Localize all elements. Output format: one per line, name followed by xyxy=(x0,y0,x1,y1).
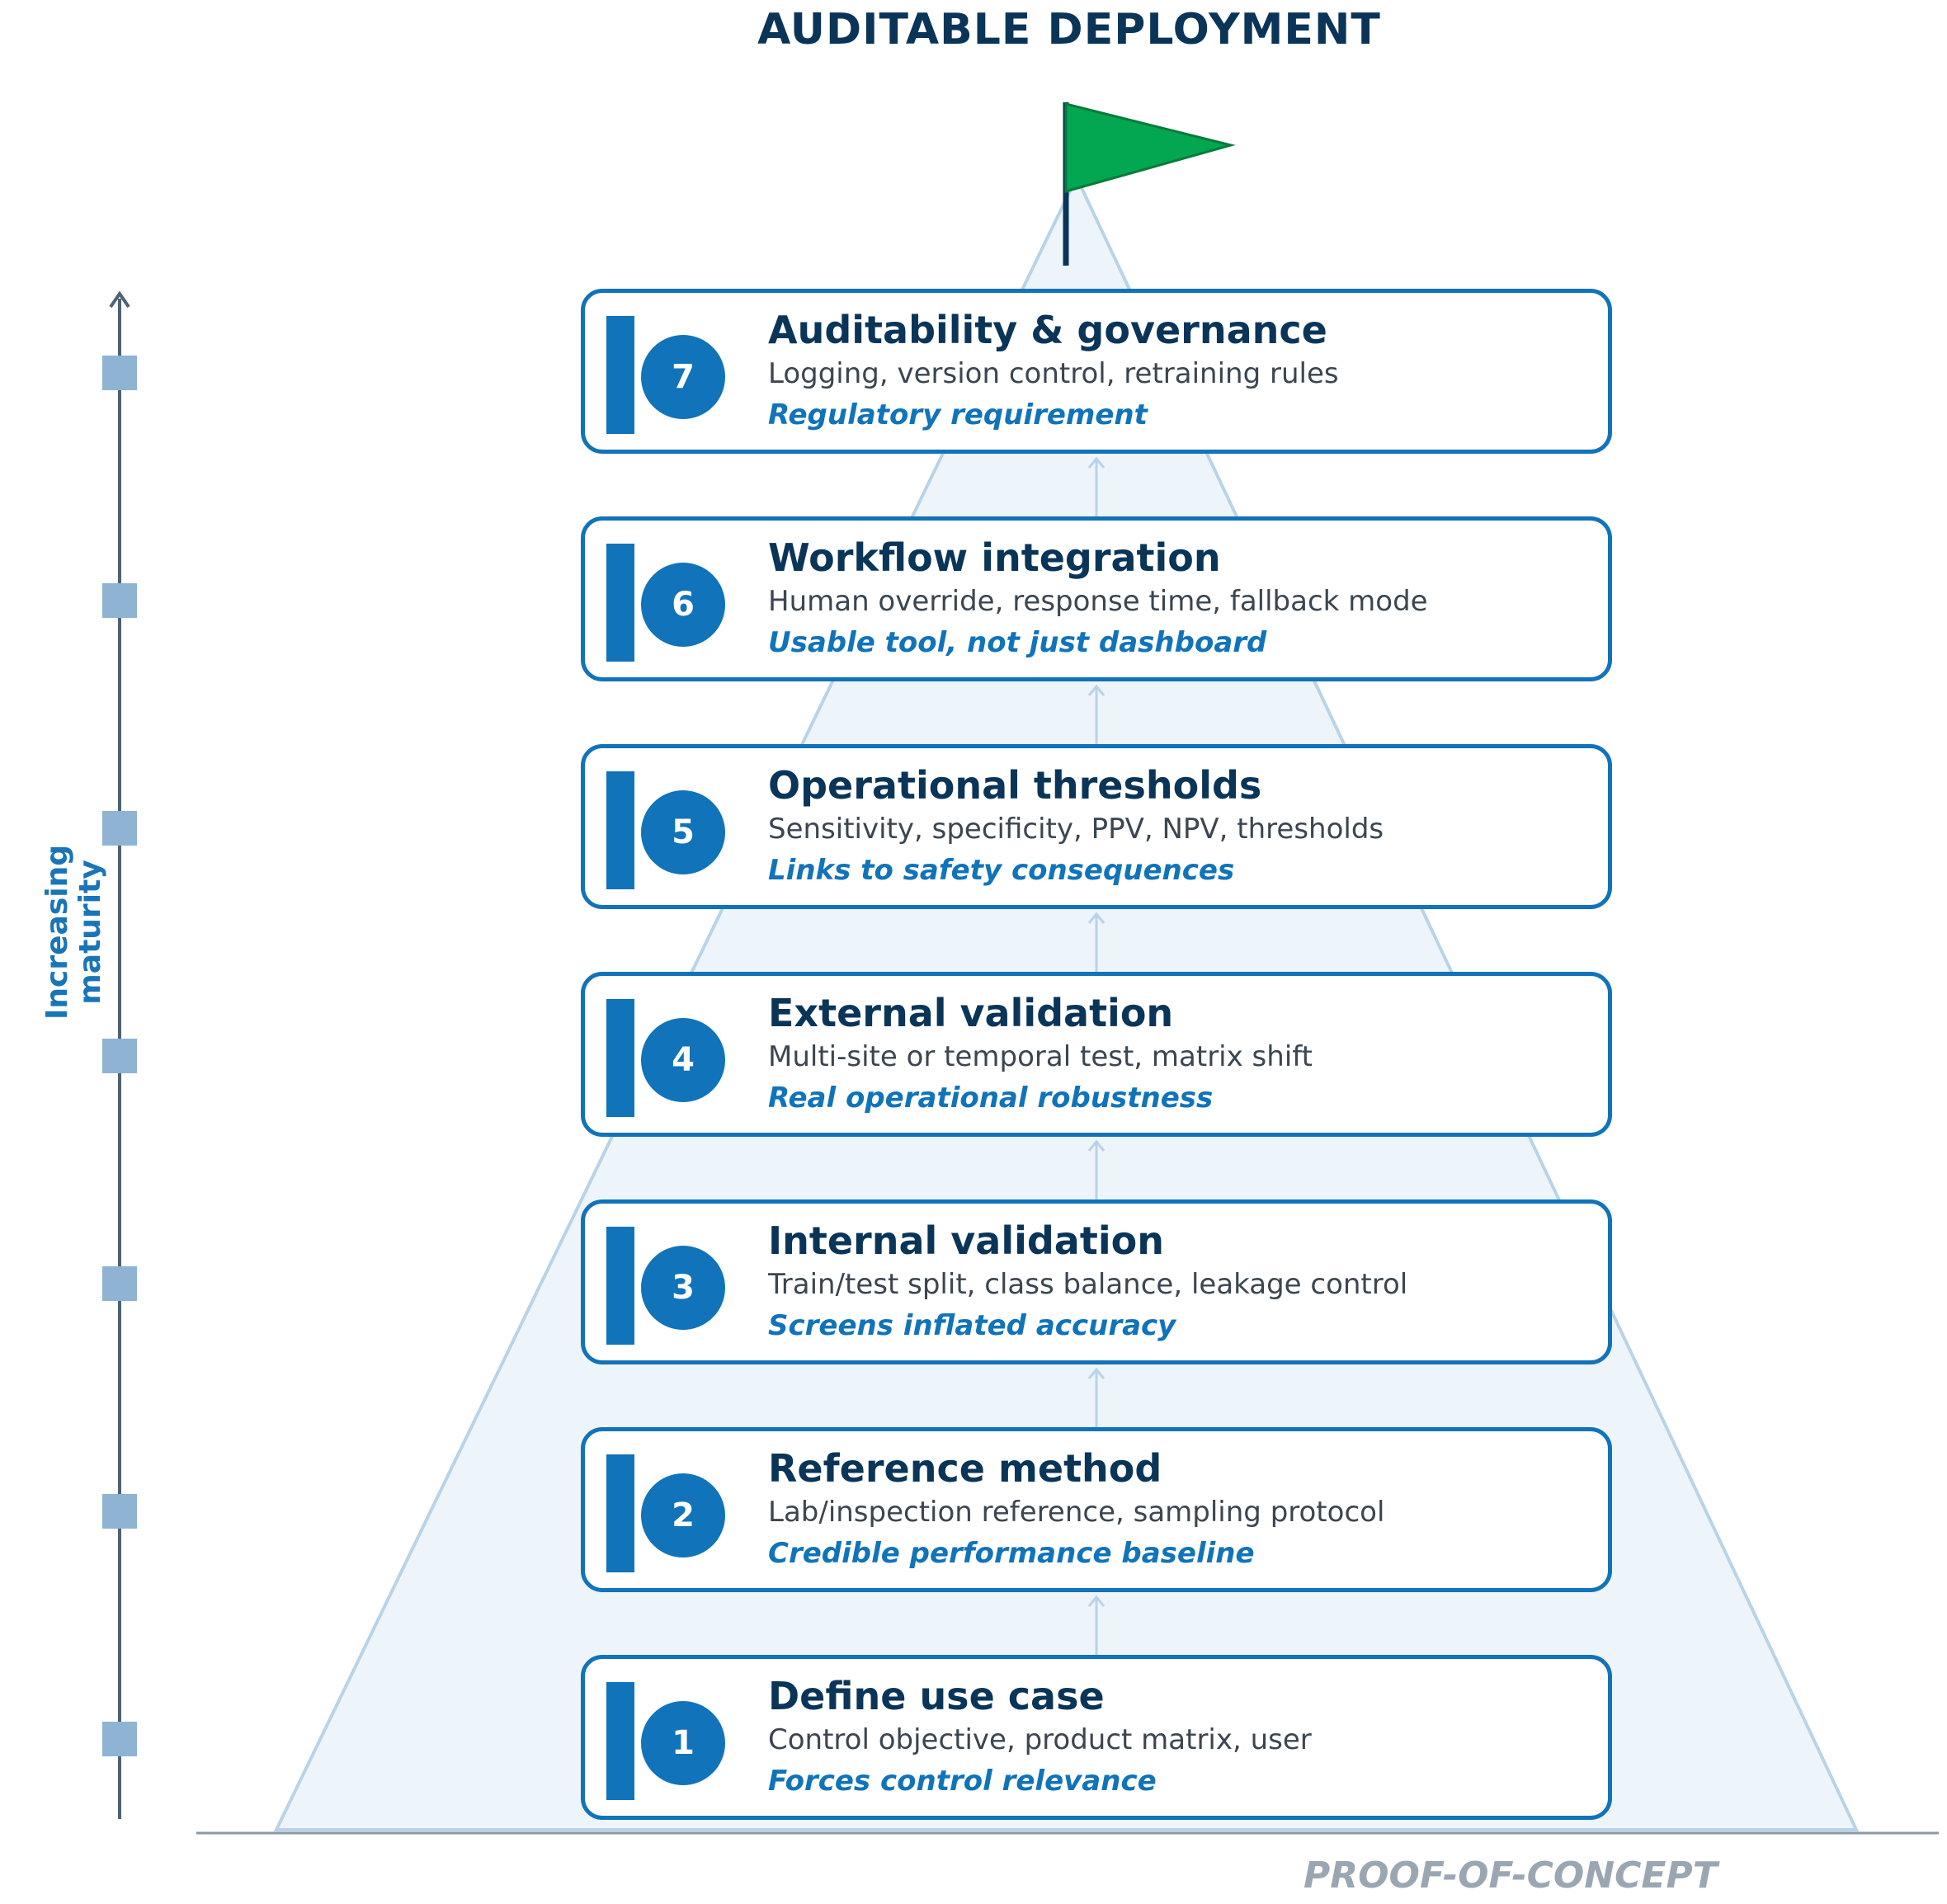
stage-title: Auditability & governance xyxy=(768,308,1327,352)
base-label: PROOF-OF-CONCEPT xyxy=(1304,1855,1718,1897)
stage-title: Operational thresholds xyxy=(768,763,1262,808)
stage-title: Define use case xyxy=(768,1674,1105,1718)
stage-number-badge: 2 xyxy=(641,1473,725,1558)
stage-title: Internal validation xyxy=(768,1218,1164,1263)
stage-note: Links to safety consequences xyxy=(768,854,1235,887)
stage-card-5: 5 Operational thresholds Sensitivity, sp… xyxy=(581,744,1612,909)
stage-title: External validation xyxy=(768,991,1174,1035)
stage-description: Multi-site or temporal test, matrix shif… xyxy=(768,1040,1313,1073)
stage-note: Screens inflated accuracy xyxy=(768,1309,1176,1342)
maturity-marker xyxy=(102,1722,137,1756)
stage-card-7: 7 Auditability & governance Logging, ver… xyxy=(581,289,1612,454)
stage-card-2: 2 Reference method Lab/inspection refere… xyxy=(581,1427,1612,1592)
maturity-marker xyxy=(102,356,137,390)
stage-number-badge: 3 xyxy=(641,1246,725,1330)
stage-number-badge: 6 xyxy=(641,563,725,647)
stage-description: Logging, version control, retraining rul… xyxy=(768,357,1339,390)
stage-card-3: 3 Internal validation Train/test split, … xyxy=(581,1199,1612,1364)
stage-note: Real operational robustness xyxy=(768,1082,1214,1115)
maturity-marker xyxy=(102,1039,137,1073)
stage-description: Control objective, product matrix, user xyxy=(768,1723,1312,1756)
stage-accent-bar xyxy=(606,999,634,1117)
stage-connectors xyxy=(1087,456,1106,1655)
stage-description: Sensitivity, specificity, PPV, NPV, thre… xyxy=(768,813,1384,846)
maturity-marker xyxy=(102,1266,137,1301)
maturity-marker xyxy=(102,583,137,618)
stage-accent-bar xyxy=(606,1454,634,1572)
stage-card-1: 1 Define use case Control objective, pro… xyxy=(581,1655,1612,1820)
stage-number-badge: 4 xyxy=(641,1018,725,1102)
stage-card-4: 4 External validation Multi-site or temp… xyxy=(581,972,1612,1137)
maturity-axis-arrowhead xyxy=(109,290,130,309)
stage-number-badge: 5 xyxy=(641,790,725,874)
stage-note: Forces control relevance xyxy=(768,1765,1157,1798)
stage-title: Workflow integration xyxy=(768,535,1221,580)
stage-description: Train/test split, class balance, leakage… xyxy=(768,1268,1408,1301)
stage-accent-bar xyxy=(606,544,634,662)
stage-note: Regulatory requirement xyxy=(768,398,1148,431)
page-title: AUDITABLE DEPLOYMENT xyxy=(757,5,1381,54)
maturity-marker xyxy=(102,811,137,846)
stage-accent-bar xyxy=(606,1682,634,1800)
stage-description: Human override, response time, fallback … xyxy=(768,585,1428,618)
stage-accent-bar xyxy=(606,316,634,434)
stage-note: Usable tool, not just dashboard xyxy=(768,626,1267,659)
axis-label: Increasing maturity xyxy=(40,845,107,1020)
flag-icon xyxy=(1064,102,1236,193)
stage-number-badge: 7 xyxy=(641,335,725,419)
stage-accent-bar xyxy=(606,771,634,889)
stage-card-6: 6 Workflow integration Human override, r… xyxy=(581,516,1612,681)
maturity-marker xyxy=(102,1494,137,1529)
stage-number-badge: 1 xyxy=(641,1701,725,1785)
stage-accent-bar xyxy=(606,1227,634,1345)
stage-note: Credible performance baseline xyxy=(768,1537,1255,1570)
stage-description: Lab/inspection reference, sampling proto… xyxy=(768,1496,1385,1529)
stage-title: Reference method xyxy=(768,1446,1162,1491)
